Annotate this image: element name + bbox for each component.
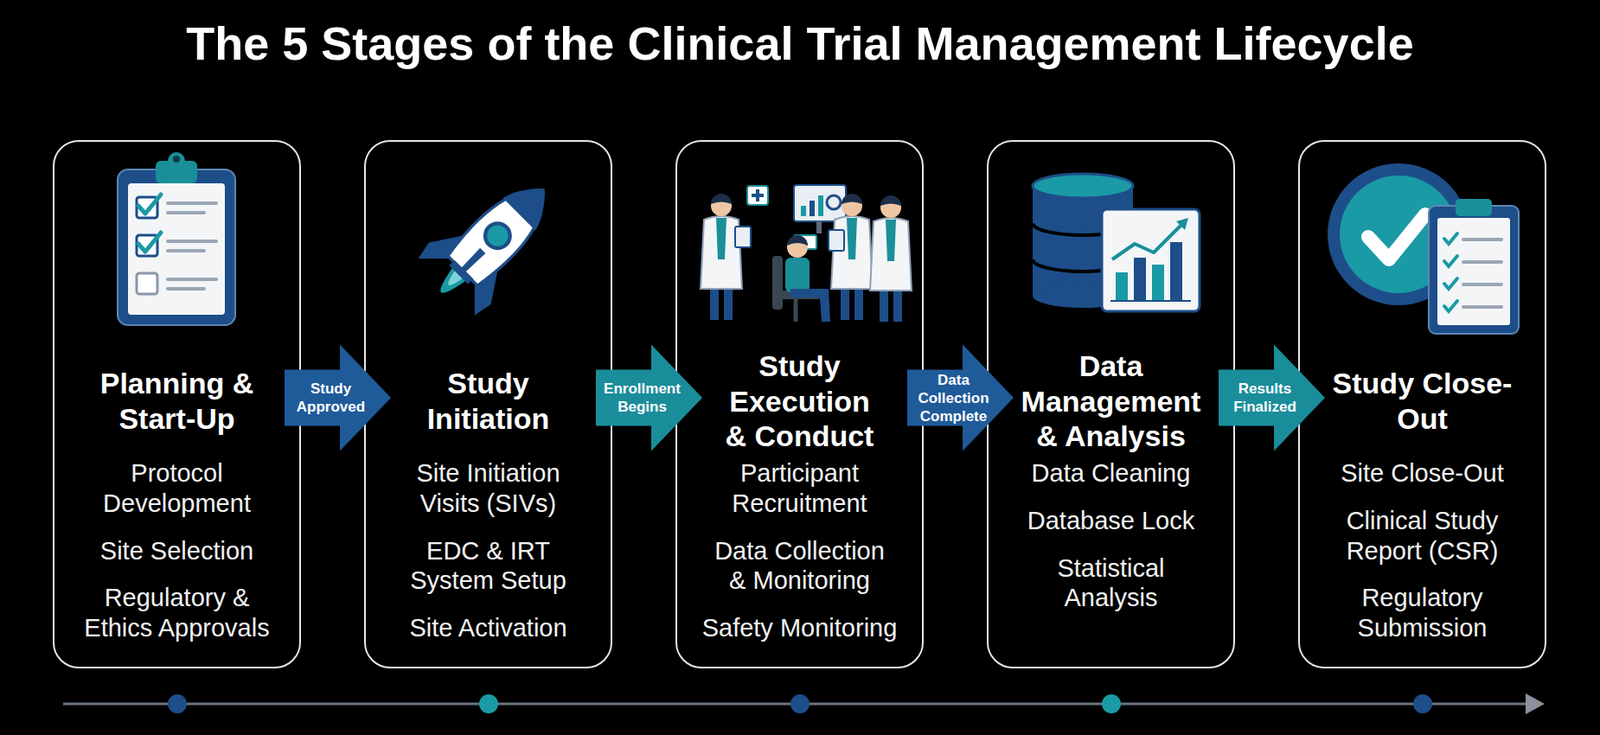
stage-task: Site Close-Out (1318, 458, 1527, 489)
stage-box: Study Close-OutSite Close-OutClinical St… (1298, 140, 1547, 669)
stage-task: Clinical Study Report (CSR) (1318, 505, 1527, 567)
stage-task-list: Site Initiation Visits (SIVs) EDC & IRT S… (365, 458, 611, 661)
stage-heading-area: Study Close-Out (1299, 340, 1545, 462)
timeline (63, 693, 1545, 715)
timeline-dot (479, 694, 499, 714)
stage-heading: Study Execution & Conduct (719, 348, 880, 455)
stage-task-list: Protocol DevelopmentSite SelectionRegula… (54, 458, 300, 661)
stage-heading-area: Planning & Start-Up (54, 340, 300, 462)
transition-label: Study Approved (288, 379, 375, 416)
stage-task: Site Selection (73, 536, 282, 567)
stage-task: Data Collection & Monitoring (699, 536, 901, 597)
stage-task: Database Lock (1011, 505, 1212, 537)
stage-box: Study Execution & ConductParticipant Rec… (675, 140, 924, 669)
stage-task: Site Initiation Visits (SIVs) (392, 458, 585, 519)
stage-heading: Study Initiation (408, 365, 569, 437)
stage-task: Site Activation (392, 613, 585, 644)
stage-task: Safety Monitoring (699, 613, 901, 644)
stage-box: Planning & Start-UpProtocol DevelopmentS… (52, 140, 301, 669)
stage-box: Data Management & AnalysisData CleaningD… (986, 140, 1236, 669)
stage-task: Participant Recruitment (699, 458, 901, 519)
timeline-arrowhead (1525, 693, 1545, 715)
stage-task: Regulatory Submission (1318, 582, 1527, 644)
timeline-axis (63, 703, 1530, 706)
stage-heading-area: Study Execution & Conduct (677, 340, 922, 462)
timeline-dot (167, 694, 187, 714)
stage-task: EDC & IRT System Setup (392, 536, 585, 597)
stage-task: Data Cleaning (1011, 458, 1212, 489)
diagram-title: The 5 Stages of the Clinical Trial Manag… (0, 15, 1600, 71)
timeline-dot (790, 694, 810, 714)
stage-task-list: Data CleaningDatabase LockStatistical An… (988, 458, 1234, 631)
stage-task-list: Site Close-OutClinical Study Report (CSR… (1299, 458, 1545, 661)
stage-task: Regulatory & Ethics Approvals (73, 582, 282, 644)
transition-label: Data Collection Complete (910, 371, 998, 426)
transition-label: Enrollment Begins (599, 379, 686, 416)
timeline-dot (1413, 694, 1433, 714)
stage-heading: Planning & Start-Up (82, 365, 273, 437)
stage-task: Statistical Analysis (1011, 553, 1212, 615)
transition-label: Results Finalized (1222, 379, 1309, 416)
stage-task-list: Participant RecruitmentData Collection &… (677, 458, 922, 661)
stage-heading: Study Close-Out (1327, 365, 1518, 437)
stage-task: Protocol Development (73, 458, 282, 519)
stage-heading-area: Data Management & Analysis (988, 340, 1234, 462)
stage-box: Study InitiationSite Initiation Visits (… (364, 140, 613, 669)
timeline-dot (1101, 694, 1121, 714)
stage-heading: Data Management & Analysis (1011, 348, 1211, 455)
stage-heading-area: Study Initiation (365, 340, 611, 462)
